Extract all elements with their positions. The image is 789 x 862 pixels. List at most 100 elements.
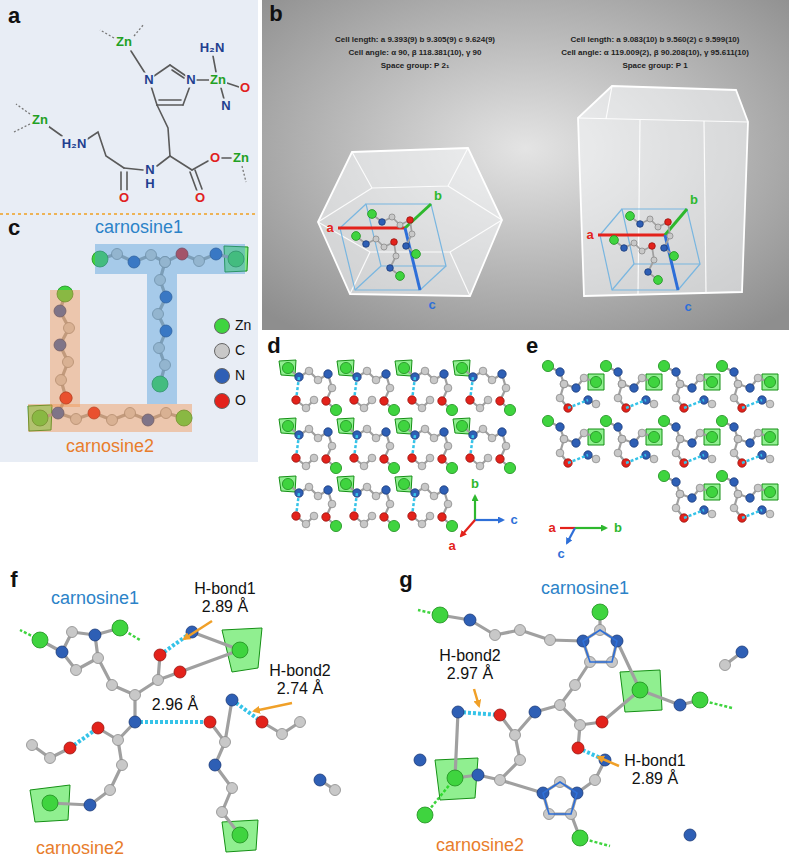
atom (490, 630, 501, 641)
atom (292, 396, 300, 404)
atom (734, 435, 742, 443)
atom (639, 248, 645, 254)
atom (397, 222, 403, 228)
atom (650, 455, 658, 463)
zn-tetrahedron (704, 429, 720, 445)
atom (572, 742, 584, 754)
band (147, 274, 177, 404)
atom-label: O (239, 81, 251, 96)
atom (302, 462, 310, 470)
atom (438, 513, 446, 521)
zn-tetrahedron (762, 484, 778, 500)
atom (676, 435, 684, 443)
atom-label: Zn (209, 73, 227, 88)
atom (580, 429, 588, 437)
atom (314, 492, 322, 500)
atom (479, 425, 487, 433)
atom (572, 830, 588, 846)
atom (388, 462, 399, 473)
atom (322, 455, 330, 463)
atom (32, 632, 48, 648)
atom (754, 374, 762, 382)
atom (692, 692, 708, 708)
legend-swatch (214, 393, 230, 409)
atom (555, 700, 566, 711)
atom (330, 785, 341, 796)
atom (380, 397, 388, 405)
atom (418, 404, 426, 412)
atom-label: O (194, 191, 206, 206)
atom (529, 706, 541, 718)
atom (614, 368, 622, 376)
atom (496, 455, 504, 463)
atom (217, 807, 228, 818)
atom (766, 400, 774, 408)
atom (372, 492, 380, 500)
atom (488, 434, 496, 442)
atom (730, 368, 738, 376)
cell-parameter: Cell angle: α 90, β 118.381(10), γ 90 (349, 48, 482, 57)
atom (638, 429, 646, 437)
atom (305, 425, 313, 433)
atom (421, 483, 429, 491)
molecule-label: carnosine1 (51, 588, 139, 609)
atom (580, 374, 588, 382)
bond (455, 712, 458, 778)
atom-label: Zn (232, 151, 250, 166)
axis-label: a (548, 521, 555, 536)
atom (256, 716, 268, 728)
atom (637, 221, 644, 228)
atom (650, 400, 658, 408)
atom (716, 470, 727, 481)
hydrogen-bond (742, 510, 762, 518)
atom-label: N (144, 163, 155, 178)
atom (596, 716, 608, 728)
atom (560, 435, 568, 443)
hydrogen-bond (135, 720, 210, 724)
zn-tetrahedron (646, 429, 662, 445)
molecule-label: carnosine1 (541, 578, 629, 599)
atom (130, 690, 141, 701)
legend-swatch (214, 343, 230, 359)
atom (494, 709, 506, 721)
atom (452, 706, 464, 718)
atom (488, 376, 496, 384)
hydrogen-bond (742, 455, 762, 463)
axis-label: b (690, 193, 698, 208)
atom (417, 807, 433, 823)
atom (665, 219, 672, 226)
atom (387, 265, 394, 272)
atom (446, 462, 457, 473)
axis-label: c (428, 298, 435, 313)
coordination-bonds (14, 24, 246, 182)
atom (408, 454, 416, 462)
atom (495, 775, 506, 786)
atom (618, 380, 626, 388)
atom (658, 360, 669, 371)
atom (209, 759, 221, 771)
zn-tetrahedron (704, 374, 720, 390)
panel-letter: d (267, 333, 280, 358)
atom (466, 454, 474, 462)
atom (154, 649, 166, 661)
panel-letter: c (8, 215, 20, 240)
legend-swatch (214, 368, 230, 384)
atom (556, 423, 564, 431)
zn-tetrahedron (762, 429, 778, 445)
hydrogen-bond (742, 400, 762, 408)
atom (708, 455, 716, 463)
atom (389, 214, 395, 220)
atom (302, 404, 310, 412)
atom (368, 454, 376, 462)
atom (204, 716, 216, 728)
atom (570, 680, 581, 691)
atom (382, 370, 390, 378)
atom (107, 680, 118, 691)
atom (93, 653, 104, 664)
atom (67, 627, 78, 638)
atom (391, 239, 398, 246)
atom (600, 360, 611, 371)
legend-swatch (214, 318, 230, 334)
atom (414, 754, 426, 766)
atom (590, 775, 601, 786)
